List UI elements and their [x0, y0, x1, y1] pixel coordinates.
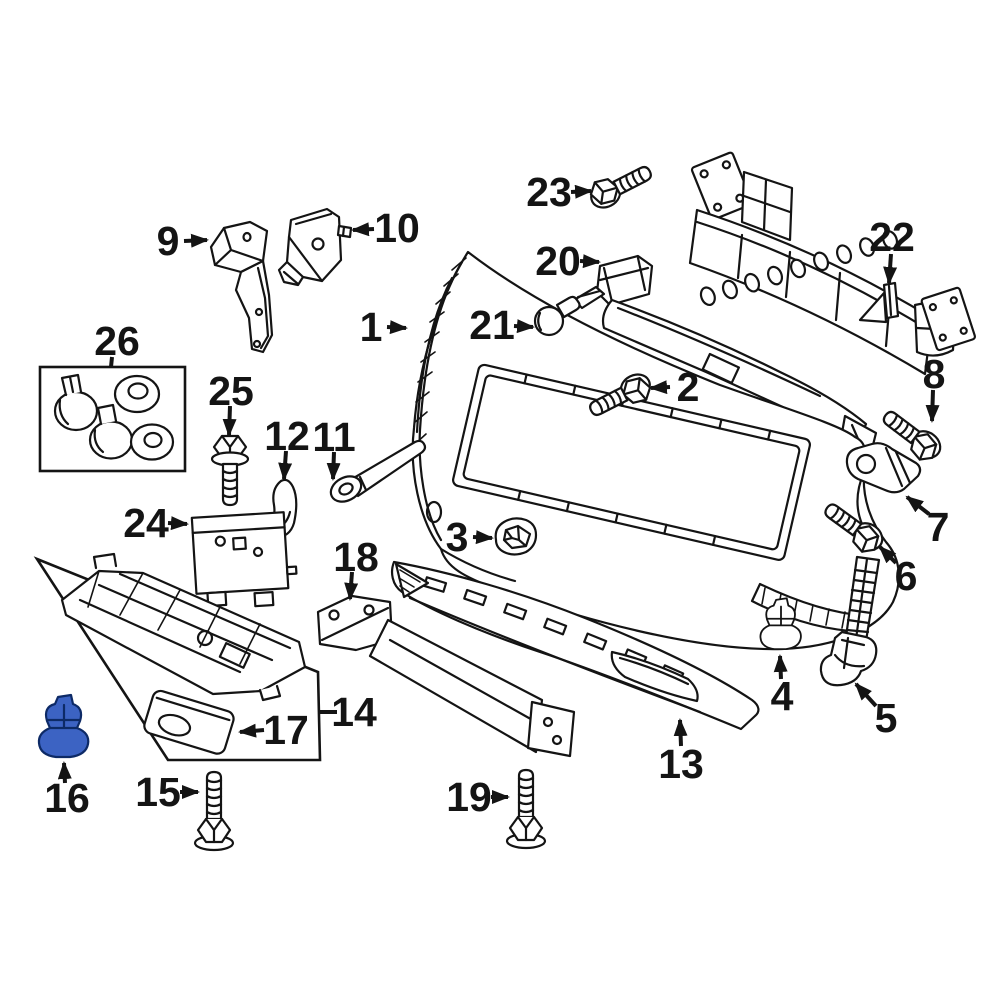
part-25-screw: [210, 434, 250, 507]
callout-9[interactable]: 9: [157, 218, 209, 264]
callout-label-14[interactable]: 14: [331, 689, 377, 735]
callout-label-4[interactable]: 4: [771, 673, 794, 719]
callout-label-16[interactable]: 16: [44, 775, 90, 821]
part-21-plug: [533, 285, 606, 337]
callout-arrow-25: [222, 405, 237, 437]
part-26-cap-kit: [38, 365, 187, 473]
callout-arrow-16: [57, 761, 72, 784]
callout-label-25[interactable]: 25: [208, 368, 254, 414]
callout-label-5[interactable]: 5: [875, 695, 898, 741]
callout-4[interactable]: 4: [771, 654, 794, 719]
part-14-under-cover-group: [33, 552, 322, 762]
part-17-cover-cap: [143, 689, 235, 755]
callout-13[interactable]: 13: [658, 718, 704, 787]
callout-26[interactable]: 26: [94, 318, 140, 368]
callout-label-20[interactable]: 20: [535, 238, 581, 284]
callout-10[interactable]: 10: [351, 205, 420, 251]
callout-arrow-22: [883, 253, 898, 285]
callout-11[interactable]: 11: [312, 414, 356, 481]
callout-14[interactable]: 14: [320, 689, 377, 735]
callout-23[interactable]: 23: [526, 169, 593, 215]
callout-7[interactable]: 7: [905, 495, 950, 550]
part-10-side-bracket: [277, 207, 353, 287]
part-15-bolt: [193, 770, 235, 852]
callout-20[interactable]: 20: [535, 238, 601, 284]
callout-arrow-24: [167, 516, 189, 531]
callout-8[interactable]: 8: [923, 351, 946, 423]
callout-arrow-3: [472, 530, 494, 545]
part-23-bolt: [583, 156, 657, 214]
callout-label-3[interactable]: 3: [446, 514, 469, 560]
callout-3[interactable]: 3: [446, 514, 494, 560]
part-18-deflector-bracket: [316, 594, 576, 758]
callout-arrow-2: [649, 380, 671, 395]
callout-17[interactable]: 17: [238, 707, 309, 753]
part-19-bolt: [505, 768, 547, 850]
callout-label-10[interactable]: 10: [374, 205, 420, 251]
callout-label-12[interactable]: 12: [264, 413, 310, 459]
callout-arrow-11: [326, 451, 341, 481]
callout-18[interactable]: 18: [333, 534, 379, 601]
callout-label-9[interactable]: 9: [157, 218, 180, 264]
callout-24[interactable]: 24: [123, 500, 189, 546]
callout-label-8[interactable]: 8: [923, 351, 946, 397]
callout-label-19[interactable]: 19: [446, 774, 492, 820]
part-11-rod: [329, 439, 427, 503]
callout-arrow-9: [183, 233, 209, 248]
callout-label-1[interactable]: 1: [360, 304, 383, 350]
callout-arrow-23: [570, 184, 593, 199]
callout-arrow-4: [773, 654, 788, 680]
callout-label-11[interactable]: 11: [312, 414, 355, 460]
callout-22[interactable]: 22: [869, 214, 915, 285]
callout-25[interactable]: 25: [208, 368, 254, 437]
callout-label-23[interactable]: 23: [526, 169, 572, 215]
callout-arrow-20: [579, 254, 601, 269]
part-1-bumper-cover: [411, 250, 900, 651]
callout-arrow-5: [854, 682, 878, 708]
callout-5[interactable]: 5: [854, 682, 898, 741]
part-14-under-cover: [60, 552, 307, 702]
callout-label-22[interactable]: 22: [869, 214, 915, 260]
callout-19[interactable]: 19: [446, 774, 510, 820]
callout-arrow-21: [513, 319, 535, 334]
part-24-license-bracket: [190, 511, 298, 608]
callout-arrow-18: [344, 571, 359, 601]
callout-label-18[interactable]: 18: [333, 534, 379, 580]
callout-arrow-1: [386, 320, 408, 335]
part-13-lower-cover: [391, 560, 760, 731]
part-9-side-bracket: [209, 220, 274, 354]
callout-arrow-13: [673, 718, 688, 747]
callout-arrow-12: [278, 450, 293, 481]
callout-arrow-10: [351, 222, 375, 237]
callout-label-2[interactable]: 2: [677, 364, 700, 410]
callout-16[interactable]: 16: [44, 761, 90, 821]
callout-label-15[interactable]: 15: [135, 769, 181, 815]
callout-label-17[interactable]: 17: [263, 707, 309, 753]
callout-arrow-17: [238, 723, 265, 738]
callout-6[interactable]: 6: [878, 545, 918, 599]
part-3-clip: [494, 517, 538, 556]
callout-line-26: [109, 356, 114, 368]
callout-label-21[interactable]: 21: [469, 302, 515, 348]
callout-15[interactable]: 15: [135, 769, 200, 815]
callout-label-26[interactable]: 26: [94, 318, 140, 364]
part-16-clip-highlighted[interactable]: [37, 693, 90, 759]
callout-label-24[interactable]: 24: [123, 500, 169, 546]
callout-arrow-7: [905, 495, 931, 516]
callout-arrow-8: [925, 389, 940, 423]
callout-label-7[interactable]: 7: [927, 504, 950, 550]
part-7-bracket: [845, 442, 922, 494]
callout-1[interactable]: 1: [360, 304, 408, 350]
callout-label-6[interactable]: 6: [895, 553, 918, 599]
part-22-reinforcement-bar: [688, 151, 976, 376]
callout-arrow-6: [878, 545, 898, 565]
part-5-side-spacer: [819, 555, 881, 687]
callout-2[interactable]: 2: [649, 364, 700, 410]
callout-21[interactable]: 21: [469, 302, 535, 348]
callout-label-13[interactable]: 13: [658, 741, 704, 787]
callout-12[interactable]: 12: [264, 413, 310, 481]
